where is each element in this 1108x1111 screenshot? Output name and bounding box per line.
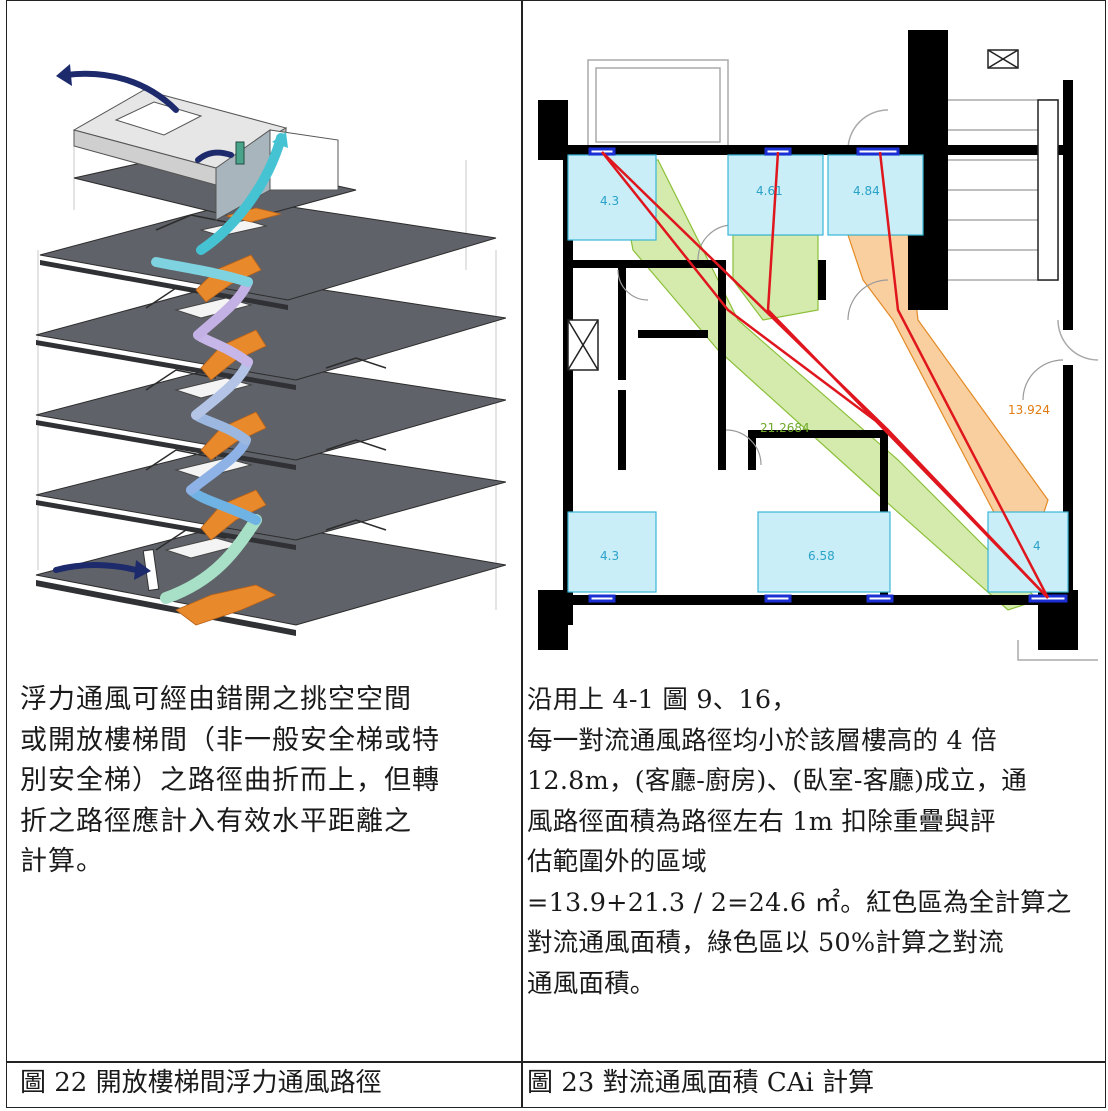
left-desc-line: 折之路徑應計入有效水平距離之: [20, 805, 412, 837]
floor-plan-figure: 4.3 4.61 4.84 4.3 6.58 4 21.2684 13.924: [518, 20, 1099, 670]
roof-structure: [72, 89, 339, 221]
right-desc-line: 對流通風面積，綠色區以 50%計算之對流: [527, 928, 1004, 958]
shaft-boxes: [567, 49, 1059, 371]
red-path-lines: [601, 151, 1050, 599]
outlet-arrowhead: [56, 64, 72, 86]
label-orange-area: 13.924: [1008, 403, 1050, 417]
right-desc-line: 12.8m，(客廳-廚房)、(臥室-客廳)成立，通: [527, 766, 1027, 796]
left-description: 浮力通風可經由錯開之挑空空間 或開放樓梯間（非一般安全梯或特 別安全梯）之路徑曲…: [20, 680, 510, 883]
table-divider-vertical: [521, 1, 523, 1107]
label-room-bot-left: 4.3: [600, 549, 619, 563]
label-room-top-left: 4.3: [600, 194, 619, 208]
right-desc-line: 沿用上 4-1 圖 9、16，: [527, 685, 798, 715]
up-arrowhead: [272, 132, 288, 148]
label-room-top-mid: 4.61: [756, 184, 783, 198]
figure-22-caption: 圖 22 開放樓梯間浮力通風路徑: [20, 1068, 382, 1098]
door-arcs: [617, 224, 1064, 466]
right-desc-line: =13.9+21.3 / 2=24.6 ㎡。紅色區為全計算之: [527, 887, 1072, 918]
label-room-bot-right: 4: [1033, 539, 1041, 553]
left-desc-line: 計算。: [20, 846, 104, 877]
right-description: 沿用上 4-1 圖 9、16， 每一對流通風路徑均小於該層樓高的 4 倍 12.…: [527, 680, 1102, 1004]
airflow-arrows: [151, 133, 286, 604]
inlet-outlet-arrows: [53, 70, 234, 573]
document-table: [6, 0, 1106, 1108]
left-desc-line: 或開放樓梯間（非一般安全梯或特: [20, 724, 440, 756]
right-desc-line: 通風面積。: [527, 968, 656, 999]
stacked-floors-figure: [26, 50, 507, 640]
right-desc-line: 風路徑面積為路徑左右 1m 扣除重疊與評: [527, 806, 996, 837]
figure-23-caption: 圖 23 對流通風面積 CAi 計算: [527, 1068, 875, 1098]
room-area-labels: 4.3 4.61 4.84 4.3 6.58 4: [600, 184, 1041, 563]
left-desc-line: 別安全梯）之路徑曲折而上，但轉: [20, 765, 440, 796]
left-desc-line: 浮力通風可經由錯開之挑空空間: [20, 684, 412, 715]
inlet-arrowhead: [134, 560, 151, 580]
right-desc-line: 估範圍外的區域: [527, 847, 707, 877]
label-room-top-right: 4.84: [853, 184, 880, 198]
label-room-bot-mid: 6.58: [808, 549, 835, 563]
label-green-area: 21.2684: [760, 421, 810, 435]
table-divider-horizontal: [7, 1061, 1105, 1063]
right-desc-line: 每一對流通風路徑均小於該層樓高的 4 倍: [527, 725, 997, 756]
